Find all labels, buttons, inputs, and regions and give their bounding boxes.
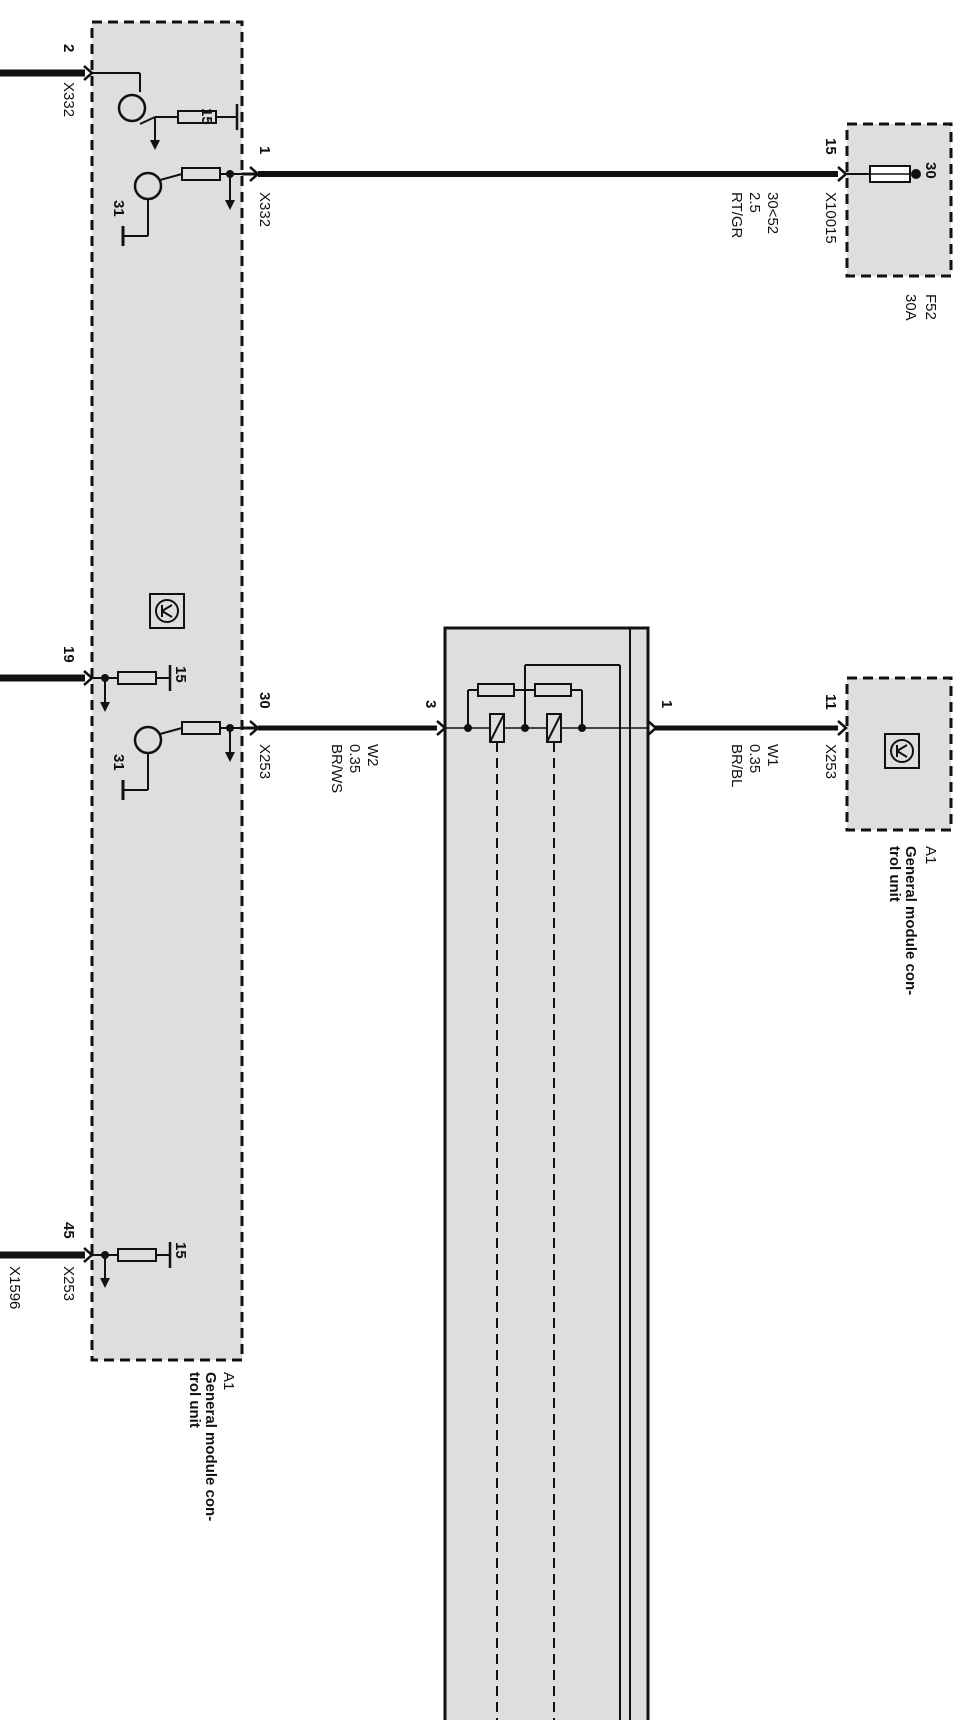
left-module-a1	[0, 20, 260, 1362]
wire-top-size: 2.5	[746, 192, 763, 213]
transistor-symbol-upper	[117, 93, 147, 123]
wire-w1-color: BR/BL	[728, 744, 745, 787]
supply-label-15-bottom: 15	[172, 1242, 189, 1259]
wire-w1-name: W1	[764, 744, 781, 767]
relay-pin-label-1: 1	[658, 700, 675, 708]
ground-label-31-top: 31	[110, 200, 127, 217]
pin-label-45: 45	[60, 1222, 77, 1239]
transistor-circuit-middle	[92, 665, 242, 800]
wire-w1-size: 0.35	[746, 744, 763, 773]
transistor-symbol-lower	[133, 171, 163, 201]
relay-block	[436, 626, 658, 1720]
resistor-circuit-bottom	[92, 1242, 172, 1288]
wire-w2-name: W2	[364, 744, 381, 767]
left-module-id: A1	[220, 1372, 237, 1390]
connector-label-x253-left: X253	[60, 1266, 77, 1301]
wire-w2-size: 0.35	[346, 744, 363, 773]
connector-chevron-pin-11	[837, 720, 848, 736]
pin-label-30-left: 30	[256, 692, 273, 709]
left-module-name-line1: General module con-	[202, 1372, 219, 1521]
relay-resistor-left	[477, 683, 515, 697]
resistor-pin-30	[181, 721, 221, 735]
pin-label-1-left: 1	[256, 146, 273, 154]
right-module-id: A1	[922, 846, 939, 864]
transistor-circuit-top	[92, 72, 242, 246]
transistor-symbol-middle	[133, 725, 163, 755]
connector-label-x332-left: X332	[60, 82, 77, 117]
relay-resistor-right	[534, 683, 572, 697]
supply-label-15-top: 15	[198, 108, 215, 125]
left-module-box	[90, 20, 244, 1362]
connector-chevron-pin-3	[436, 720, 447, 736]
right-module-name-line2: trol unit	[886, 846, 903, 902]
fuse-pin-label-30: 30	[922, 162, 939, 179]
right-module-pin-label-11: 11	[822, 694, 839, 710]
relay-block-box	[443, 626, 650, 1720]
left-module-name-line2: trol unit	[186, 1372, 203, 1428]
ground-label-31-middle: 31	[110, 754, 127, 771]
relay-pin-label-3: 3	[422, 700, 439, 708]
wire-top-color: RT/GR	[728, 192, 745, 239]
pin-label-2: 2	[60, 44, 77, 52]
resistor-pin-45	[117, 1248, 157, 1262]
resistor-pin-19	[117, 671, 157, 685]
connector-chevron-fuse-pin-15	[837, 166, 848, 182]
right-module-name-line1: General module con-	[902, 846, 919, 995]
module-symbol-icon	[149, 593, 185, 629]
wire-top-circuit: 30<52	[764, 192, 781, 234]
fuse-f52	[837, 122, 953, 278]
supply-label-15-middle: 15	[172, 666, 189, 683]
resistor-lower	[181, 167, 221, 181]
right-module-a1	[837, 676, 953, 832]
connector-label-x332-right: X332	[256, 192, 273, 227]
connector-chevron-relay-pin-1	[647, 720, 658, 736]
wire-w2-color: BR/WS	[328, 744, 345, 793]
module-symbol-icon-right	[884, 733, 920, 769]
fuse-pin-label-15: 15	[822, 138, 839, 155]
connector-label-x253-mid: X253	[256, 744, 273, 779]
fuse-box	[845, 122, 953, 278]
pin-label-19: 19	[60, 646, 77, 663]
fuse-connector-label: X10015	[822, 192, 839, 244]
fuse-rating: 30A	[902, 294, 919, 321]
right-module-connector-label: X253	[822, 744, 839, 779]
connector-label-x1596: X1596	[6, 1266, 23, 1309]
fuse-id: F52	[922, 294, 939, 320]
